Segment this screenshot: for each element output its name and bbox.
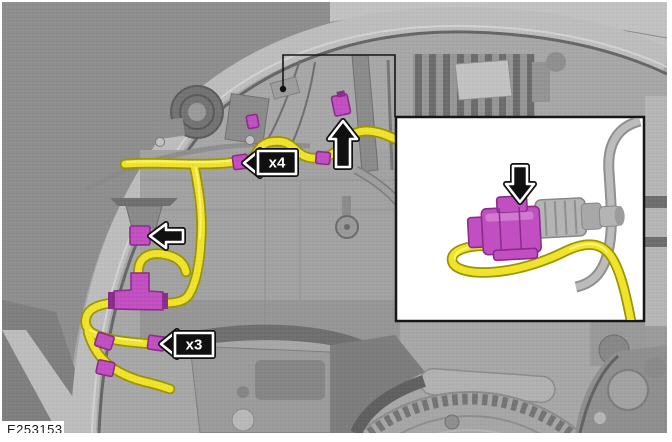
arrow-up-icon bbox=[326, 118, 360, 170]
arrow-left-icon bbox=[147, 221, 186, 251]
inset-harness-loop bbox=[448, 241, 635, 320]
callout-x3: x3 bbox=[158, 328, 216, 360]
arrow-down-icon bbox=[503, 163, 537, 205]
callout-x4: x4 bbox=[241, 147, 299, 179]
leader-dot-icon bbox=[279, 85, 287, 93]
inset-connector bbox=[466, 195, 625, 262]
callout-x3-label: x3 bbox=[186, 337, 203, 354]
figure-code-backplate bbox=[2, 421, 64, 433]
inset-detail-box bbox=[394, 115, 646, 323]
figure-code: E253153 bbox=[7, 422, 63, 437]
callout-x4-label: x4 bbox=[269, 155, 286, 172]
inset-leader bbox=[279, 54, 396, 117]
